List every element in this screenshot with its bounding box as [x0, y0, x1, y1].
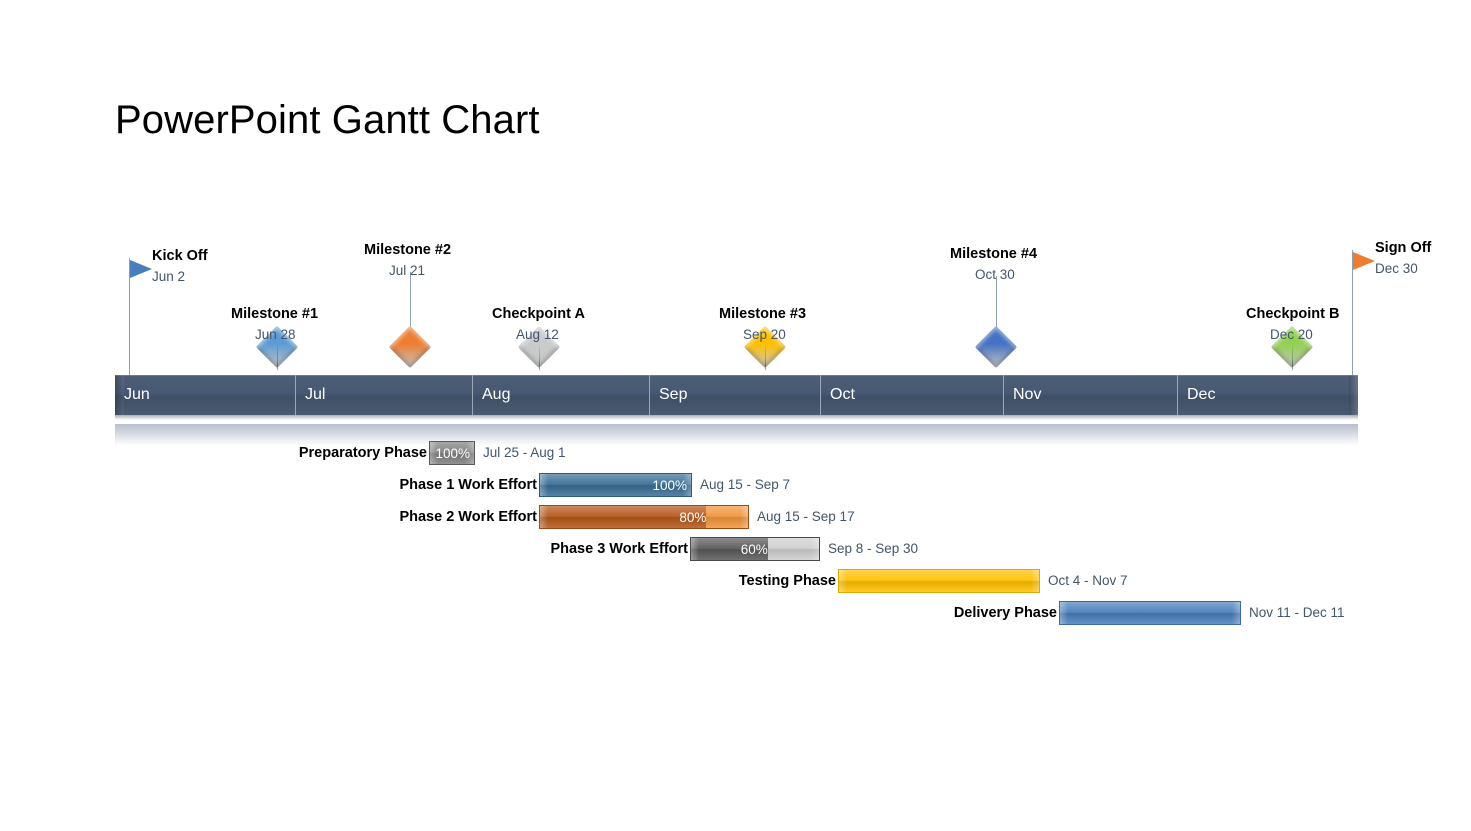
timeline-month-jun: Jun [124, 386, 150, 403]
task-date-range: Sep 8 - Sep 30 [828, 541, 919, 556]
task-progress-fill [540, 506, 707, 528]
task-date-range: Nov 11 - Dec 11 [1249, 605, 1345, 620]
task-bar-phase-3-work-effort[interactable]: 60% [690, 537, 820, 561]
milestone-date: Jun 2 [152, 269, 186, 284]
task-date-range: Aug 15 - Sep 7 [700, 477, 791, 492]
task-row: Delivery Phase Nov 11 - Dec 11 [0, 601, 1471, 625]
task-row: Phase 2 Work Effort 80% Aug 15 - Sep 17 [0, 505, 1471, 529]
task-label-phase-2-work-effort: Phase 2 Work Effort [399, 509, 537, 525]
milestone-date: Sep 20 [743, 327, 786, 342]
task-progress-fill [430, 442, 474, 464]
task-row: Testing Phase Oct 4 - Nov 7 [0, 569, 1471, 593]
task-date-range: Aug 15 - Sep 17 [757, 509, 855, 524]
timeline-month-oct: Oct [820, 375, 1003, 415]
milestone-name: Milestone #3 [719, 306, 807, 322]
task-bar-cap-right [811, 538, 819, 560]
task-progress-fill [839, 570, 1039, 592]
task-label-phase-1-work-effort: Phase 1 Work Effort [399, 477, 537, 493]
milestone-name: Milestone #1 [231, 306, 319, 322]
timeline-bevel-right [1349, 375, 1358, 415]
timeline-month-aug: Aug [472, 375, 649, 415]
task-bar-cap-right [740, 506, 748, 528]
task-label-preparatory-phase: Preparatory Phase [298, 445, 427, 461]
milestone-name: Milestone #4 [950, 246, 1038, 262]
task-bar-preparatory-phase[interactable]: 100% [429, 441, 475, 465]
milestone-date: Oct 30 [975, 267, 1015, 282]
task-progress-fill [691, 538, 768, 560]
task-progress-fill [540, 474, 691, 496]
task-label-testing-phase: Testing Phase [738, 573, 836, 589]
timeline-shadow [115, 415, 1358, 420]
timeline-gradient-strip [115, 424, 1358, 446]
milestone-connector-line [996, 276, 997, 346]
task-bar-phase-2-work-effort[interactable]: 80% [539, 505, 749, 529]
milestone-connector-line [129, 258, 130, 375]
milestone-date: Dec 20 [1270, 327, 1313, 342]
milestone-flag-icon [1353, 252, 1375, 270]
milestone-name: Checkpoint A [492, 306, 585, 322]
milestone-diamond-icon [974, 325, 1018, 369]
task-row: Preparatory Phase 100% Jul 25 - Aug 1 [0, 441, 1471, 465]
timeline-month-nov: Nov [1003, 375, 1177, 415]
timeline-month-sep: Sep [649, 375, 820, 415]
task-percent-label: 100% [435, 446, 470, 461]
milestone-connector-line [410, 272, 411, 346]
task-label-delivery-phase: Delivery Phase [953, 605, 1057, 621]
task-row: Phase 1 Work Effort 100% Aug 15 - Sep 7 [0, 473, 1471, 497]
milestone-connector-line [1352, 250, 1353, 375]
milestone-date: Dec 30 [1375, 261, 1418, 276]
task-progress-fill [1060, 602, 1240, 624]
task-bar-delivery-phase[interactable] [1059, 601, 1241, 625]
task-row: Phase 3 Work Effort 60% Sep 8 - Sep 30 [0, 537, 1471, 561]
timeline-month-jul: Jul [295, 375, 472, 415]
timeline-bevel-left [115, 375, 124, 415]
milestone-name: Kick Off [152, 248, 208, 264]
task-date-range: Oct 4 - Nov 7 [1048, 573, 1128, 588]
task-percent-label: 60% [740, 542, 768, 557]
task-bar-phase-1-work-effort[interactable]: 100% [539, 473, 692, 497]
milestone-date: Jul 21 [389, 263, 426, 278]
task-percent-label: 80% [679, 510, 707, 525]
milestone-flag-icon [130, 260, 152, 278]
milestone-name: Checkpoint B [1246, 306, 1340, 322]
milestone-date: Aug 12 [516, 327, 559, 342]
task-date-range: Jul 25 - Aug 1 [483, 445, 566, 460]
task-percent-label: 100% [652, 478, 687, 493]
timeline-month-dec: Dec [1177, 375, 1358, 415]
milestone-date: Jun 28 [255, 327, 296, 342]
milestone-diamond-icon [388, 325, 432, 369]
task-label-phase-3-work-effort: Phase 3 Work Effort [550, 541, 688, 557]
milestone-name: Milestone #2 [364, 242, 452, 258]
milestone-name: Sign Off [1375, 240, 1432, 256]
task-bar-testing-phase[interactable] [838, 569, 1040, 593]
page-title: PowerPoint Gantt Chart [115, 98, 540, 142]
